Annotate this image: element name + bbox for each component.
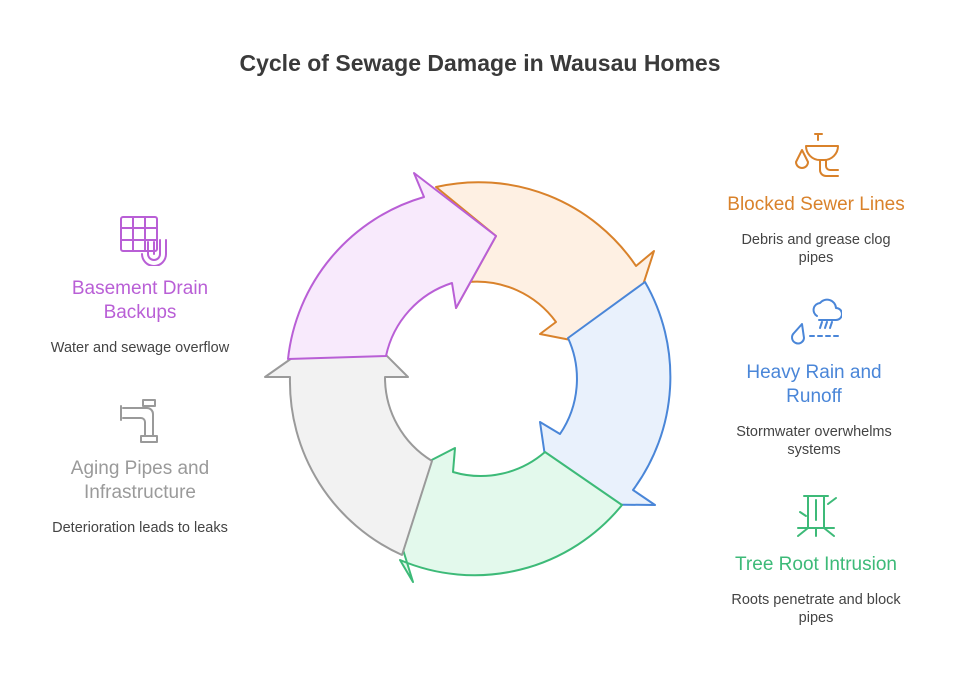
page-title: Cycle of Sewage Damage in Wausau Homes [239,50,721,76]
step-description: Deterioration leads to leaks [52,520,228,536]
step-description: Stormwater overwhelms systems [736,424,892,458]
cycle-arrow-blocked-sewer-lines [435,181,655,351]
step-heading: Heavy Rain and Runoff [746,362,882,407]
step-heading: Blocked Sewer Lines [727,194,905,215]
step-basement-drain-backups: Basement Drain Backups Water and sewage … [50,277,230,357]
cycle-arrow-tree-root-intrusion [382,447,623,583]
step-heading: Tree Root Intrusion [735,554,897,575]
cycle-arrow-aging-pipes-and-infrastructure [264,317,433,556]
drain-grate-icon [120,216,167,266]
pipe-elbow-icon [120,399,158,443]
tree-root-icon [797,495,837,537]
step-description: Debris and grease clog pipes [741,232,891,266]
step-blocked-sewer-lines: Blocked Sewer Lines Debris and grease cl… [706,193,926,267]
step-heading: Basement Drain Backups [71,278,209,323]
step-aging-pipes-and-infrastructure: Aging Pipes and Infrastructure Deteriora… [40,457,240,537]
step-tree-root-intrusion: Tree Root Intrusion Roots penetrate and … [706,553,926,627]
step-heading: Aging Pipes and Infrastructure [70,458,210,503]
rain-cloud-icon [791,298,842,345]
cycle-arrow-basement-drain-backups [287,172,497,360]
step-description: Water and sewage overflow [50,340,230,356]
step-heavy-rain-and-runoff: Heavy Rain and Runoff Stormwater overwhe… [706,361,922,459]
sink-drain-icon [795,133,839,177]
step-description: Roots penetrate and block pipes [731,592,901,626]
cycle-arrow-heavy-rain-and-runoff [539,281,672,506]
